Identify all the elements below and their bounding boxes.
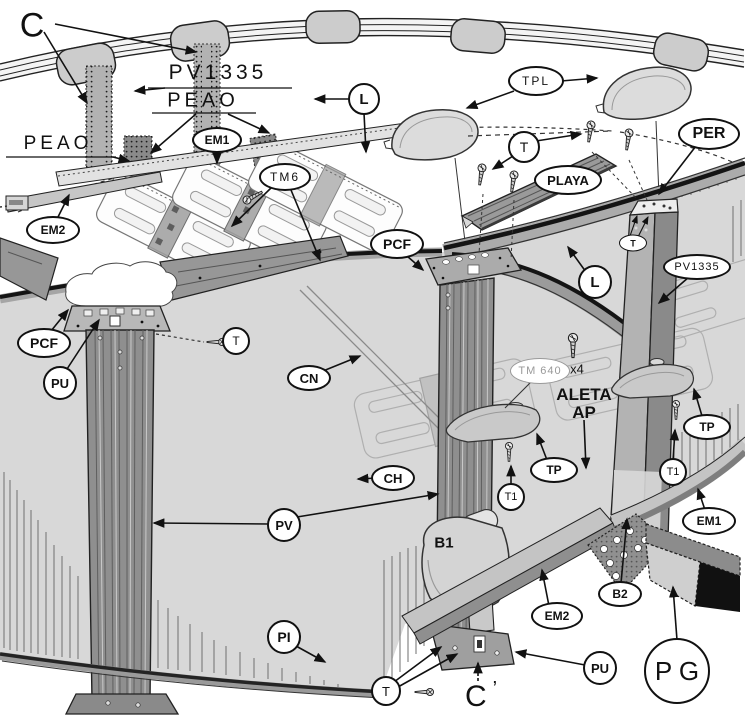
label-aleta-line1: ALETA	[556, 385, 612, 405]
callout-tp-right: TP	[683, 414, 731, 440]
label-b1-protector: B1	[434, 534, 454, 552]
callout-tp-center: TP	[530, 457, 578, 483]
label-peao-left: PEAO	[23, 133, 93, 154]
callout-l-top: L	[348, 83, 380, 115]
label-pv1335-top: PV1335	[168, 61, 268, 84]
top-post-left	[85, 65, 113, 179]
callout-pg-ground-protector: P G	[644, 638, 710, 704]
callout-l-mid: L	[578, 265, 612, 299]
callout-pu-top: PU	[43, 366, 77, 400]
tp-bracket-right	[611, 358, 694, 399]
pg-ground-protector	[645, 523, 741, 612]
label-c-connector: C	[19, 6, 45, 45]
callout-per-post: PER	[678, 118, 740, 150]
callout-pv-posts: PV	[267, 508, 301, 542]
callout-em2-bottom: EM2	[531, 602, 583, 630]
callout-tm640-screw: TM 640	[510, 358, 570, 384]
callout-t1-right: T1	[659, 458, 687, 486]
label-aleta-ap: ALETA AP	[556, 386, 611, 422]
callout-pi-bottom-rail: PI	[267, 620, 301, 654]
callout-tpl-cap: TPL	[508, 66, 564, 96]
callout-pu-bottom: PU	[583, 651, 617, 685]
pu-plate-center	[425, 247, 523, 286]
callout-t-post-top: T	[619, 234, 647, 252]
callout-t-bottom-screw: T	[371, 676, 401, 706]
label-c-prime-letter: C	[464, 680, 487, 713]
callout-em2-left: EM2	[26, 216, 80, 244]
label-aleta-line2: AP	[572, 403, 596, 422]
callout-pcf-right: PCF	[370, 229, 424, 259]
pi-bottom-rail	[0, 652, 385, 699]
label-c-prime: C ’	[464, 678, 497, 714]
callout-pv1335-right: PV1335	[663, 254, 731, 280]
callout-arrows	[6, 23, 706, 688]
label-peao-top: PEAO	[167, 89, 239, 112]
callout-t1-center: T1	[497, 483, 525, 511]
label-tm640-qty: x4	[570, 361, 584, 377]
callout-tm6-screw: TM6	[259, 163, 311, 191]
callout-cn-strap: CN	[287, 365, 331, 391]
callout-em1-top: EM1	[192, 127, 242, 153]
pv-post-left	[85, 329, 155, 701]
em2-rail-bottom	[401, 507, 618, 645]
post-base-plate-left	[64, 693, 180, 715]
pcf-rail-left-pair	[0, 235, 349, 301]
pu-plate-top	[63, 305, 171, 332]
callout-playa-ledge: PLAYA	[534, 165, 602, 195]
callout-ch-wall: CH	[371, 465, 415, 491]
tpl-cap-left	[383, 109, 479, 161]
callout-pcf-left: PCF	[17, 328, 71, 358]
callout-b2-protector: B2	[598, 581, 642, 607]
label-c-prime-mark: ’	[492, 677, 498, 700]
callout-t-top-screw: T	[508, 131, 540, 163]
tp-bracket-center	[445, 402, 541, 443]
wall-top-rim-far	[442, 157, 745, 261]
callout-em1-bottom: EM1	[682, 507, 736, 535]
hub-casting	[65, 261, 178, 307]
tpl-cap-right	[595, 66, 692, 120]
callout-t-wall-screw: T	[222, 327, 250, 355]
cn-strap	[299, 285, 465, 449]
pool-wall	[0, 168, 745, 694]
em2-rail-left	[0, 171, 163, 213]
